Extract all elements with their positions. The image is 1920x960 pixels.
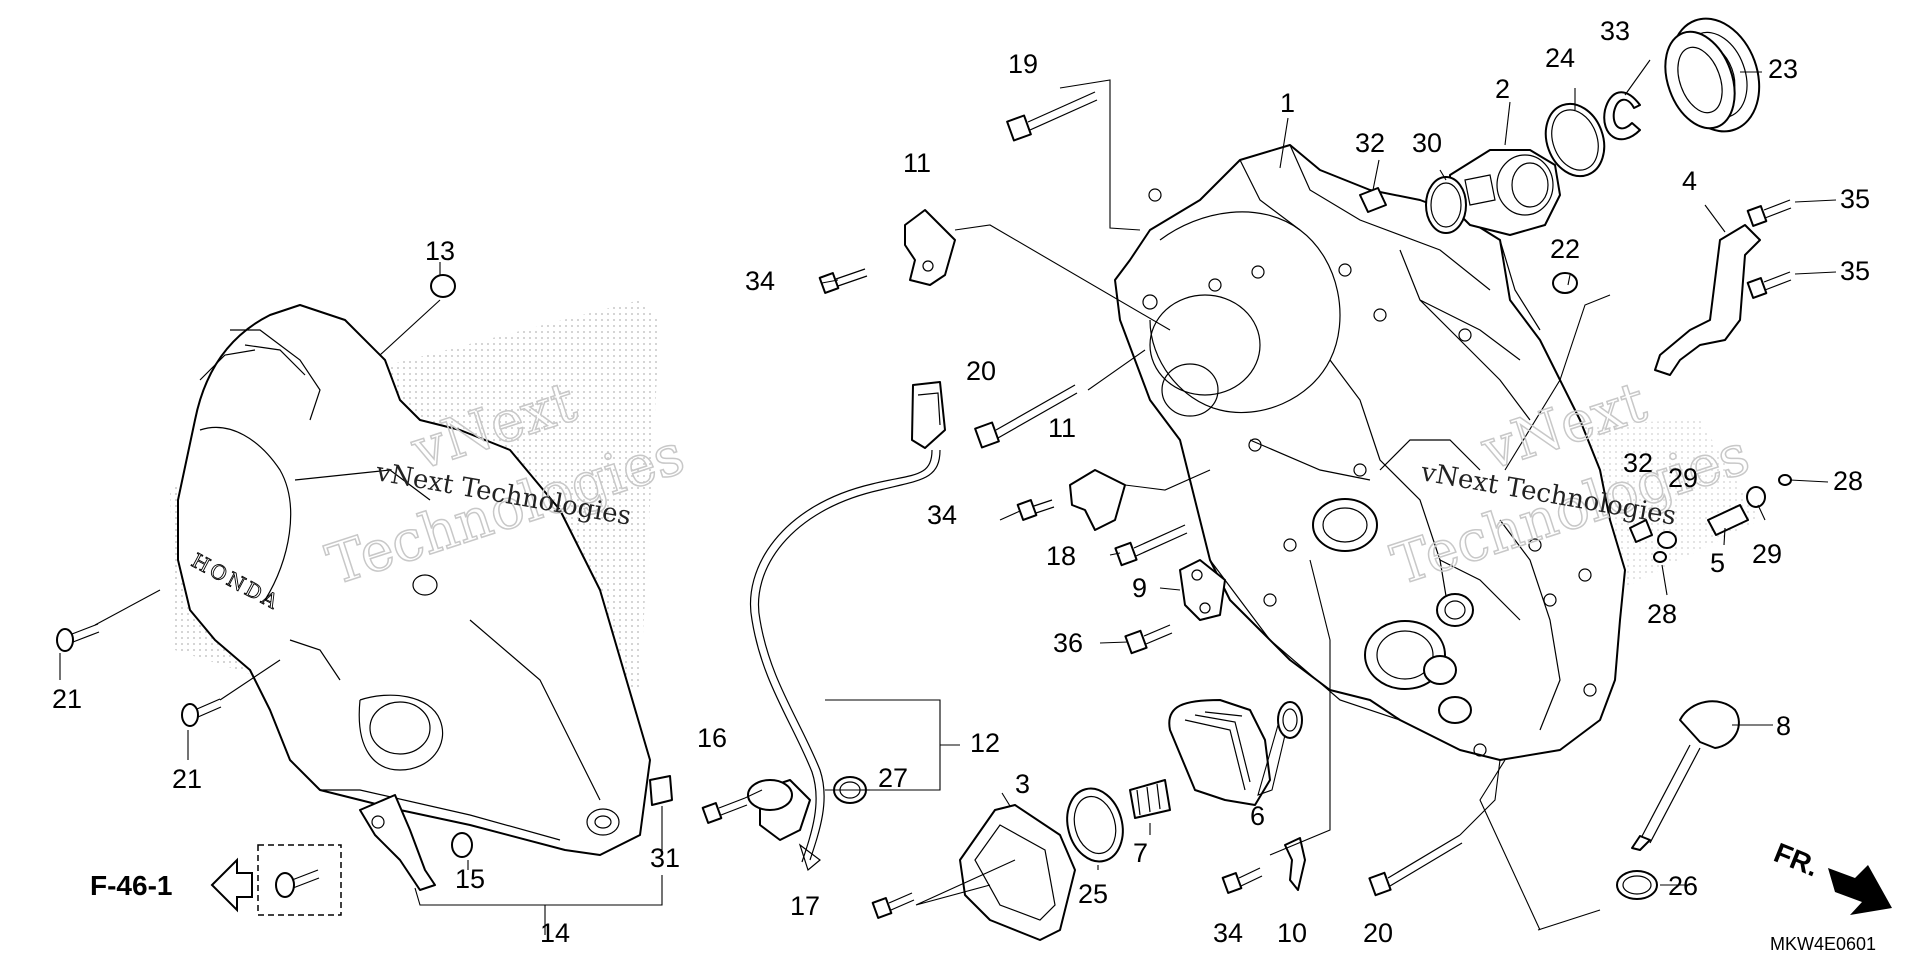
callout-15: 15 xyxy=(455,864,485,894)
callout-7: 7 xyxy=(1133,838,1148,868)
callout-12: 12 xyxy=(970,728,1000,758)
oil-filter-6 xyxy=(1168,699,1303,806)
callout-13: 13 xyxy=(425,236,455,266)
callout-22: 22 xyxy=(1550,234,1580,264)
bolts xyxy=(56,91,1792,919)
callout-23: 23 xyxy=(1768,54,1798,84)
bearing-23 xyxy=(1664,17,1761,133)
o-ring-25 xyxy=(1066,787,1124,863)
callout-36: 36 xyxy=(1053,628,1083,658)
callout-35-lower: 35 xyxy=(1840,256,1870,286)
diagram-code: MKW4E0601 xyxy=(1770,934,1876,954)
left-crankcase-cover: HONDA xyxy=(177,304,651,856)
callout-17: 17 xyxy=(790,891,820,921)
callout-25: 25 xyxy=(1078,879,1108,909)
callout-30: 30 xyxy=(1412,128,1442,158)
oil-dipstick-8 xyxy=(1631,700,1740,851)
callout-24: 24 xyxy=(1545,43,1575,73)
callout-6: 6 xyxy=(1250,801,1265,831)
callouts: 1 2 3 4 5 6 7 8 9 10 11 11 12 13 14 15 1… xyxy=(52,16,1870,948)
front-direction-arrow xyxy=(1828,865,1892,915)
sensor-wire-12 xyxy=(747,381,946,872)
callout-4: 4 xyxy=(1682,166,1697,196)
callout-28-lower: 28 xyxy=(1647,599,1677,629)
callout-10: 10 xyxy=(1277,918,1307,948)
plate-9 xyxy=(1179,559,1226,621)
right-crankcase-cover xyxy=(1114,144,1626,761)
callout-32-lower: 32 xyxy=(1623,448,1653,478)
clip-10 xyxy=(1284,837,1306,891)
bracket-4 xyxy=(1654,224,1761,376)
filter-cover-3 xyxy=(959,804,1076,941)
o-ring-30 xyxy=(1425,176,1467,234)
front-direction-label: FR. xyxy=(1770,837,1823,883)
reference-box xyxy=(257,844,342,916)
callout-29-upper: 29 xyxy=(1668,463,1698,493)
callout-5: 5 xyxy=(1710,548,1725,578)
cover-bracket xyxy=(359,794,436,891)
callout-31: 31 xyxy=(650,843,680,873)
circlip-33 xyxy=(1603,91,1641,141)
callout-11-lower: 11 xyxy=(1048,413,1076,443)
spring-7 xyxy=(1129,779,1171,819)
clutch-lifter xyxy=(1449,149,1561,236)
bracket-11-lower xyxy=(1069,469,1126,531)
callout-14: 14 xyxy=(540,918,570,948)
callout-16: 16 xyxy=(697,723,727,753)
callout-21-upper: 21 xyxy=(52,684,82,714)
callout-21-lower: 21 xyxy=(172,764,202,794)
callout-28-right: 28 xyxy=(1833,466,1863,496)
reference-arrow xyxy=(210,857,253,913)
callout-33: 33 xyxy=(1600,16,1630,46)
callout-34-lower: 34 xyxy=(1213,918,1243,948)
callout-9: 9 xyxy=(1132,573,1147,603)
callout-35-upper: 35 xyxy=(1840,184,1870,214)
callout-26: 26 xyxy=(1668,871,1698,901)
callout-8: 8 xyxy=(1776,711,1791,741)
bracket-11-upper xyxy=(904,209,956,286)
callout-20-upper: 20 xyxy=(966,356,996,386)
callout-27: 27 xyxy=(878,763,908,793)
callout-2: 2 xyxy=(1495,74,1510,104)
callout-34-mid: 34 xyxy=(927,500,957,530)
callout-19: 19 xyxy=(1008,49,1038,79)
callout-20-lower: 20 xyxy=(1363,918,1393,948)
leader-lines xyxy=(59,59,1837,935)
callout-3: 3 xyxy=(1015,769,1030,799)
callout-11-upper: 11 xyxy=(903,148,931,178)
callout-1: 1 xyxy=(1280,88,1295,118)
callout-18: 18 xyxy=(1046,541,1076,571)
callout-29-right: 29 xyxy=(1752,539,1782,569)
callout-34-upper: 34 xyxy=(745,266,775,296)
reference-label: F-46-1 xyxy=(90,870,172,901)
callout-32-upper: 32 xyxy=(1355,128,1385,158)
